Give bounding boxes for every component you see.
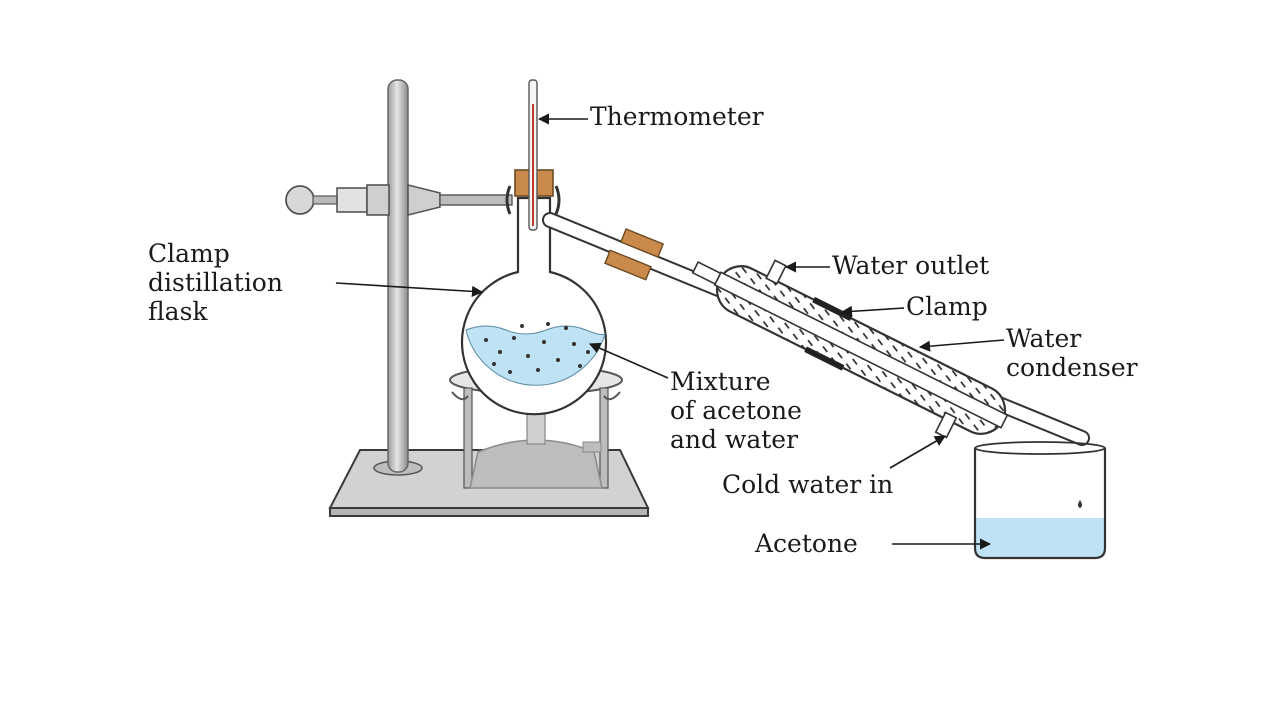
label-mixture-line1: Mixture xyxy=(670,367,771,396)
condenser-leader xyxy=(918,339,1005,352)
water-outlet-nozzle xyxy=(765,259,787,285)
label-condenser-line1: Water xyxy=(1006,324,1081,353)
burner xyxy=(469,411,603,489)
tube-connector xyxy=(604,228,665,281)
water-condenser xyxy=(691,261,1009,435)
cold-water-leader xyxy=(889,435,946,469)
water-inlet-nozzle xyxy=(934,411,958,439)
mixture-leader xyxy=(588,342,669,379)
flask-clamp-holder xyxy=(285,183,561,217)
beaker xyxy=(973,441,1107,560)
label-condenser-line2: condenser xyxy=(1006,353,1138,382)
label-clamp-flask-line2: distillation xyxy=(148,268,283,297)
label-mixture-line2: of acetone xyxy=(670,396,802,425)
label-clamp: Clamp xyxy=(906,292,988,321)
flask-leader xyxy=(335,282,484,297)
label-cold-water: Cold water in xyxy=(722,470,893,499)
distillation-flask xyxy=(460,196,608,416)
stand-rod xyxy=(387,79,409,473)
label-clamp-flask-line1: Clamp xyxy=(148,239,230,268)
label-clamp-flask-line3: flask xyxy=(148,297,208,326)
label-mixture-line3: and water xyxy=(670,425,798,454)
clamp-leader xyxy=(840,305,905,317)
thermometer-icon xyxy=(528,79,538,231)
label-water-outlet: Water outlet xyxy=(832,251,989,280)
label-thermometer: Thermometer xyxy=(590,102,764,131)
label-acetone: Acetone xyxy=(754,529,858,558)
